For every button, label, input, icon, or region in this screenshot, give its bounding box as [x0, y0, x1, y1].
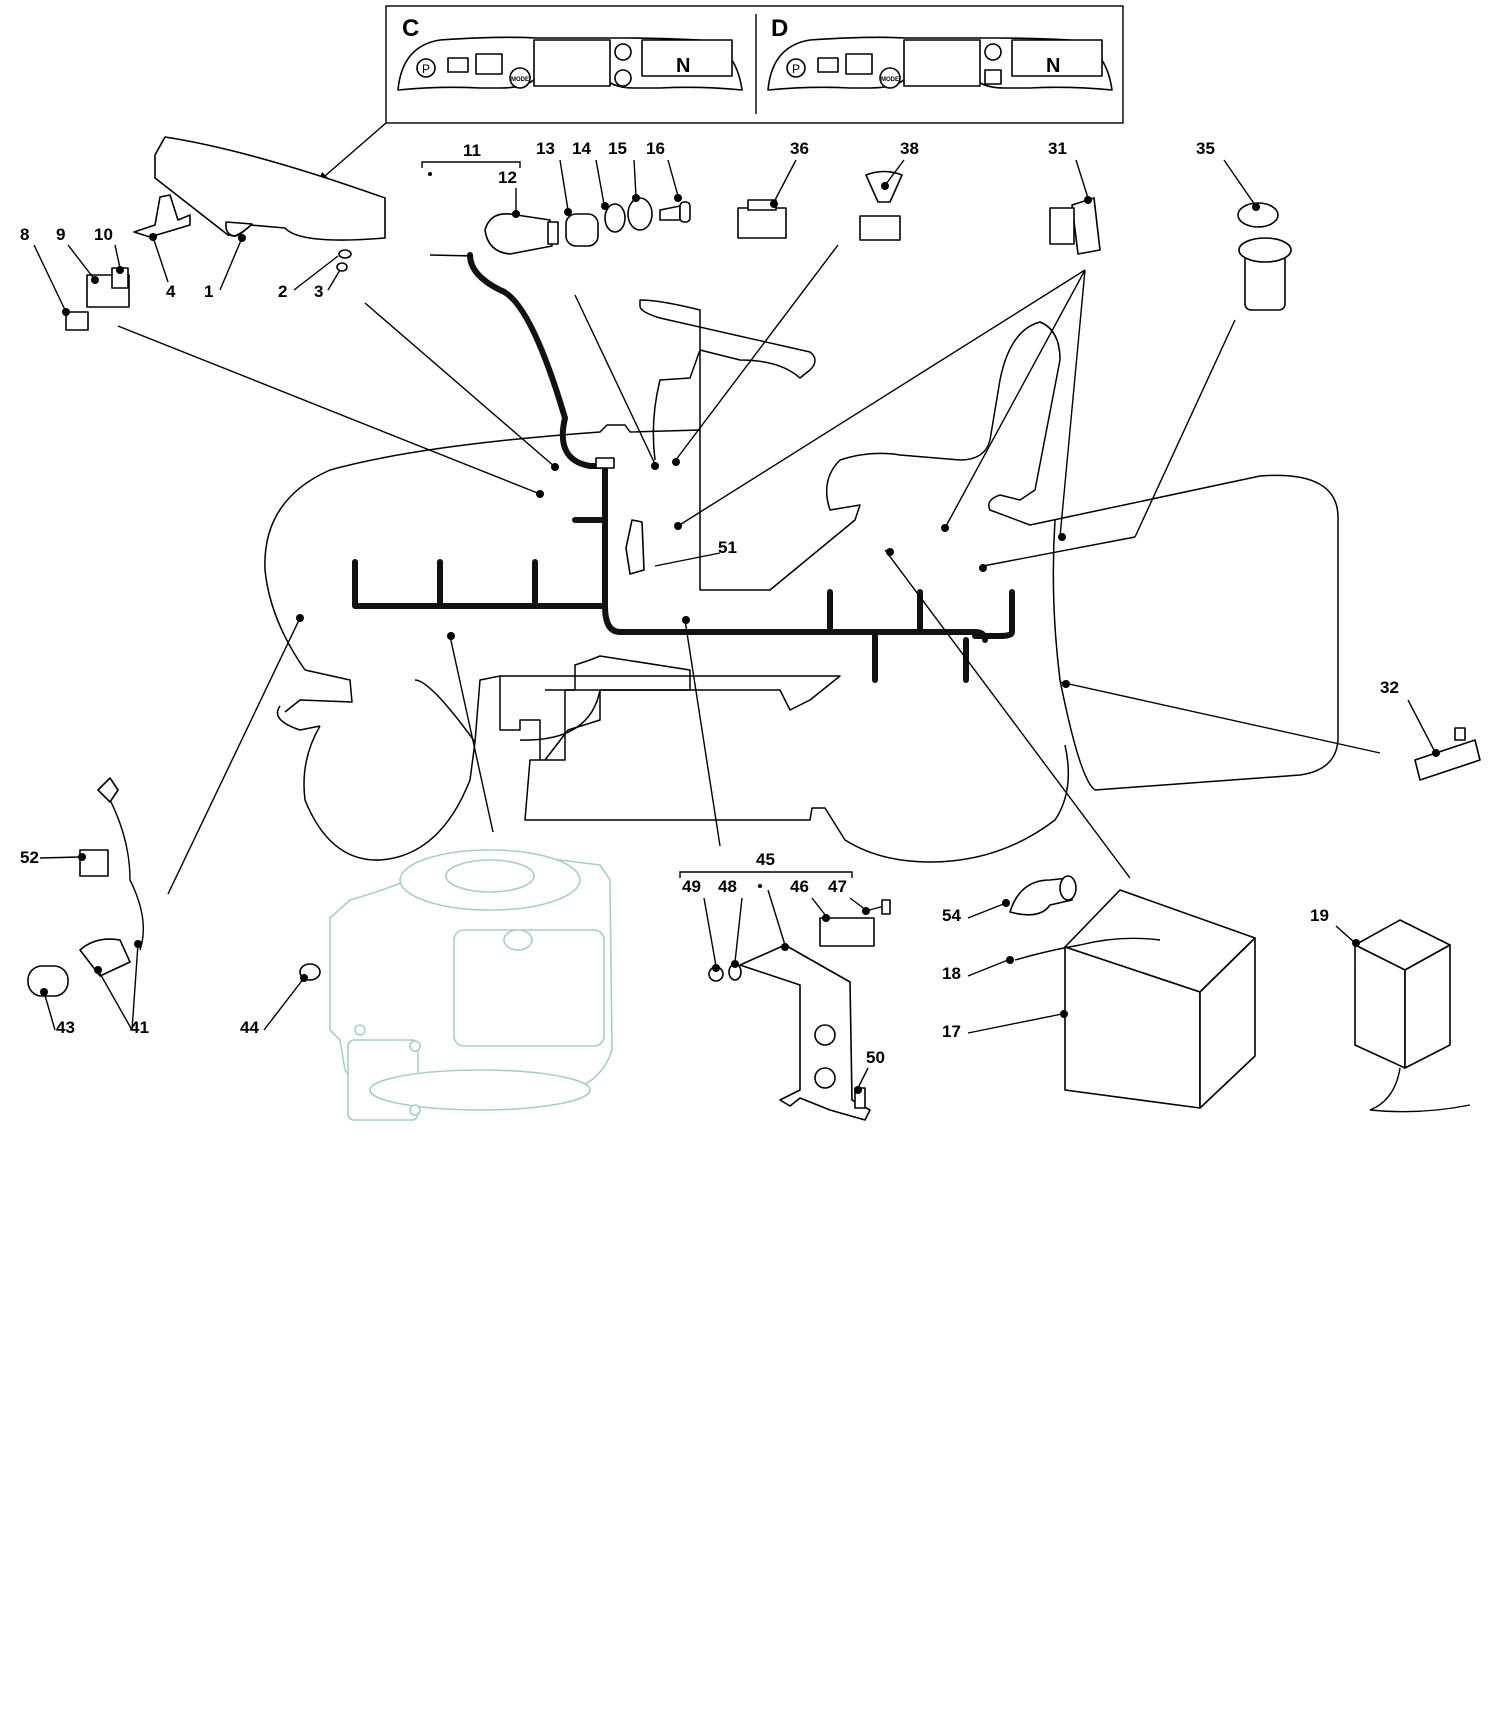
bracket-4	[133, 194, 191, 238]
callout-32: 32	[1380, 678, 1399, 697]
callout-49: 49	[682, 877, 701, 896]
battery-icon	[984, 69, 1002, 85]
mode-button-label: MODE	[511, 77, 529, 83]
blade-icon	[984, 43, 1002, 61]
park-icon-letter: P	[792, 62, 800, 76]
callout-12: 12	[498, 168, 517, 187]
callout-4: 4	[166, 282, 176, 301]
tractor-body-outline	[264, 299, 1339, 863]
rocker-switch-36	[737, 199, 787, 239]
callout-1: 1	[204, 282, 213, 301]
callout-2: 2	[278, 282, 287, 301]
callout-38: 38	[900, 139, 919, 158]
height-icon	[475, 53, 503, 75]
leader-lines	[117, 244, 1381, 895]
callout-45: 45	[756, 850, 775, 869]
callout-36: 36	[790, 139, 809, 158]
wiring-harness	[352, 252, 1015, 683]
up-arrow-icon	[614, 43, 632, 61]
nut-3	[336, 262, 348, 272]
callout-13: 13	[536, 139, 555, 158]
mode-button	[509, 67, 531, 89]
park-icon	[786, 58, 806, 78]
neutral-indicator: N	[1046, 55, 1060, 77]
callout-44: 44	[240, 1018, 259, 1037]
neutral-indicator: N	[676, 55, 690, 77]
callout-31: 31	[1048, 139, 1067, 158]
status-icons-group	[1011, 39, 1103, 77]
connection-dots	[296, 458, 1070, 688]
fuel-icon	[817, 57, 839, 73]
callout-15: 15	[608, 139, 627, 158]
display-screen	[533, 39, 611, 87]
callout-35: 35	[1196, 139, 1215, 158]
dashboard-panel-c: C P MODE N	[397, 15, 743, 91]
callout-3: 3	[314, 282, 323, 301]
callout-52: 52	[20, 848, 39, 867]
display-screen	[903, 39, 981, 87]
panel-c-letter: C	[402, 15, 419, 42]
callout-18: 18	[942, 964, 961, 983]
power-socket-35	[1237, 202, 1292, 311]
callout-41: 41	[130, 1018, 149, 1037]
callout-8: 8	[20, 225, 29, 244]
dashboard-panel-d: D P MODE N	[767, 15, 1113, 91]
callout-10: 10	[94, 225, 113, 244]
park-icon-letter: P	[422, 62, 430, 76]
callout-16: 16	[646, 139, 665, 158]
microswitch-32	[1414, 727, 1481, 781]
pto-switch-38	[859, 170, 903, 241]
callout-19: 19	[1310, 906, 1329, 925]
callout-14: 14	[572, 139, 591, 158]
height-icon	[845, 53, 873, 75]
callout-17: 17	[942, 1022, 961, 1041]
dashboard-cover	[154, 136, 386, 241]
battery-17	[1014, 889, 1256, 1109]
engine-ghost	[329, 849, 613, 1121]
switch-bracket-45	[708, 899, 891, 1121]
mode-button	[879, 67, 901, 89]
clip-2	[338, 249, 352, 259]
callout-50: 50	[866, 1048, 885, 1067]
status-icons-group	[641, 39, 733, 77]
callout-54: 54	[942, 906, 961, 925]
callout-51: 51	[718, 538, 737, 557]
part-callouts: 8 9 10 4 1 2 3 11 12 13 14 15 16 36 38 3	[20, 139, 1440, 1094]
callout-48: 48	[718, 877, 737, 896]
headlight-cable-41-43-52	[27, 777, 145, 997]
dashboard-variants-inset: C P MODE N D P MODE N	[317, 5, 1124, 183]
down-arrow-icon	[614, 69, 632, 87]
terminal-cover-54	[1009, 875, 1077, 916]
callout-47: 47	[828, 877, 847, 896]
seat-switch-31	[1049, 197, 1101, 255]
callout-11: 11	[463, 141, 481, 160]
ignition-switch	[484, 213, 559, 255]
clip-51	[625, 519, 645, 575]
fuel-icon	[447, 57, 469, 73]
park-icon	[416, 58, 436, 78]
panel-d-letter: D	[771, 15, 788, 42]
callout-9: 9	[56, 225, 65, 244]
switch-nuts	[565, 197, 691, 247]
battery-charger-19	[1354, 919, 1471, 1113]
inset-pointer	[317, 122, 387, 183]
mode-button-label: MODE	[881, 77, 899, 83]
harness-connector	[595, 457, 615, 469]
callout-43: 43	[56, 1018, 75, 1037]
callout-46: 46	[790, 877, 809, 896]
relay-8-9-10	[65, 267, 130, 331]
